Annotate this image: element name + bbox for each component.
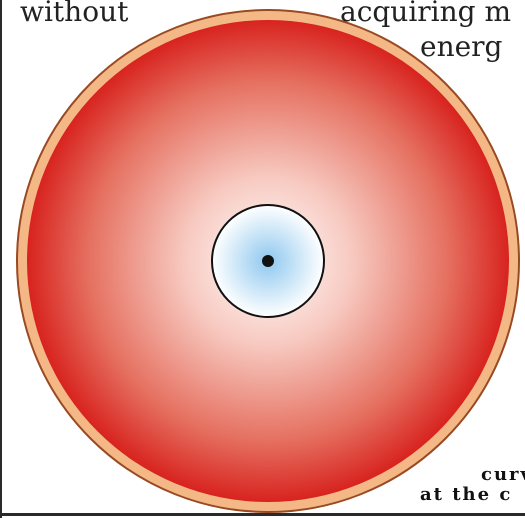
bottom-border-line bbox=[0, 513, 525, 516]
text-fragment-acquiring: acquiring m bbox=[340, 0, 512, 28]
text-fragment-energy: energ bbox=[420, 30, 503, 63]
text-fragment-curvature: curv bbox=[481, 464, 525, 485]
text-fragment-without: without bbox=[20, 0, 129, 28]
center-dot bbox=[262, 255, 274, 267]
text-fragment-at-the-center: at the c bbox=[420, 484, 513, 505]
left-border-line bbox=[0, 0, 2, 518]
